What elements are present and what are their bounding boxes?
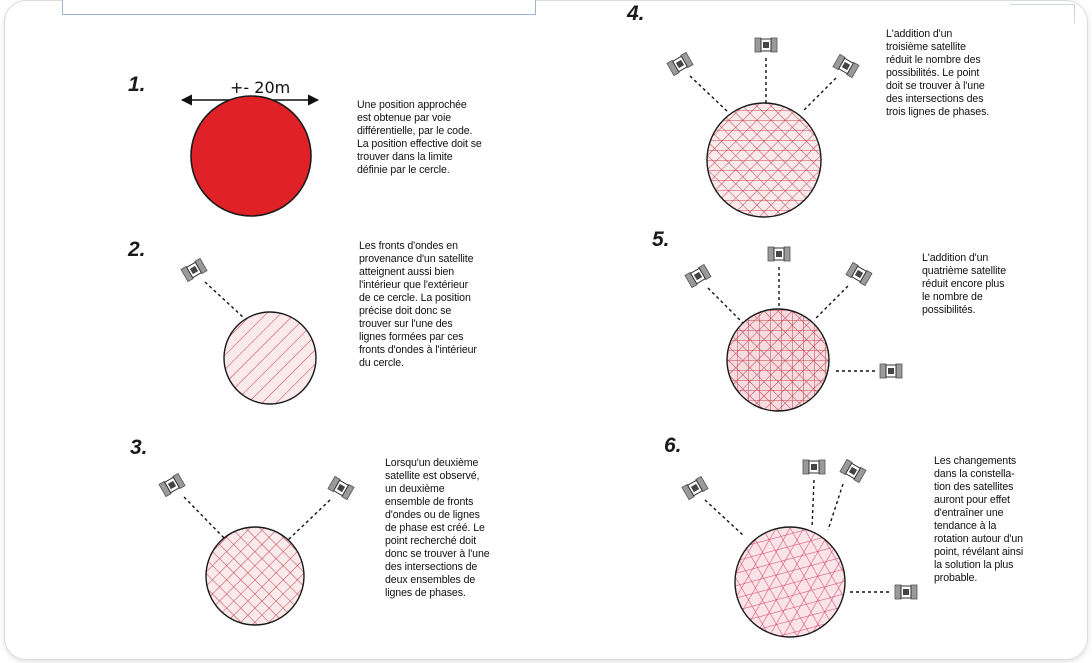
- step-3-number: 3.: [130, 436, 148, 459]
- position-circle-3: [205, 526, 305, 626]
- step-1-description: Une position approchée est obtenue par v…: [357, 99, 482, 176]
- step-3-description: Lorsqu'un deuxième satellite est observé…: [385, 457, 490, 599]
- position-circle-6: [734, 526, 846, 638]
- step-1-number: 1.: [128, 73, 146, 96]
- step-4-description: L'addition d'un troisième satellite rédu…: [886, 28, 990, 118]
- position-circle-2: [223, 311, 317, 405]
- dimension-label: +- 20m: [230, 78, 291, 97]
- corner-border: [1010, 4, 1075, 23]
- satellite-icon-4a: [666, 51, 694, 77]
- step-5-description: L'addition d'un quatrième satellite rédu…: [922, 252, 1007, 316]
- step-2-number: 2.: [128, 238, 146, 261]
- satellite-icon-5b: [767, 246, 791, 262]
- step-2-description: Les fronts d'ondes en provenance d'un sa…: [359, 240, 477, 369]
- step-6-description: Les changements dans la constella- tion …: [934, 455, 1024, 584]
- position-circle-5: [726, 308, 830, 412]
- satellite-icon-4b: [754, 37, 778, 53]
- satellite-icon-3a: [158, 472, 186, 498]
- satellite-icon-6d: [894, 584, 918, 600]
- step-6-number: 6.: [664, 434, 682, 457]
- caption-box: [62, 0, 536, 15]
- satellite-icon-4c: [832, 53, 860, 79]
- step-4-number: 4.: [627, 2, 645, 25]
- step-5-number: 5.: [652, 228, 670, 251]
- position-circle-1: [190, 95, 312, 217]
- satellite-icon-6b: [802, 459, 826, 475]
- satellite-icon-2a: [180, 257, 208, 283]
- satellite-icon-6a: [681, 475, 709, 501]
- satellite-icon-6c: [839, 458, 867, 484]
- figure-frame: [4, 0, 1088, 660]
- satellite-icon-5a: [684, 263, 712, 289]
- satellite-icon-3b: [327, 475, 355, 501]
- position-circle-4: [706, 102, 822, 218]
- satellite-icon-5c: [845, 261, 873, 287]
- satellite-icon-5d: [879, 363, 903, 379]
